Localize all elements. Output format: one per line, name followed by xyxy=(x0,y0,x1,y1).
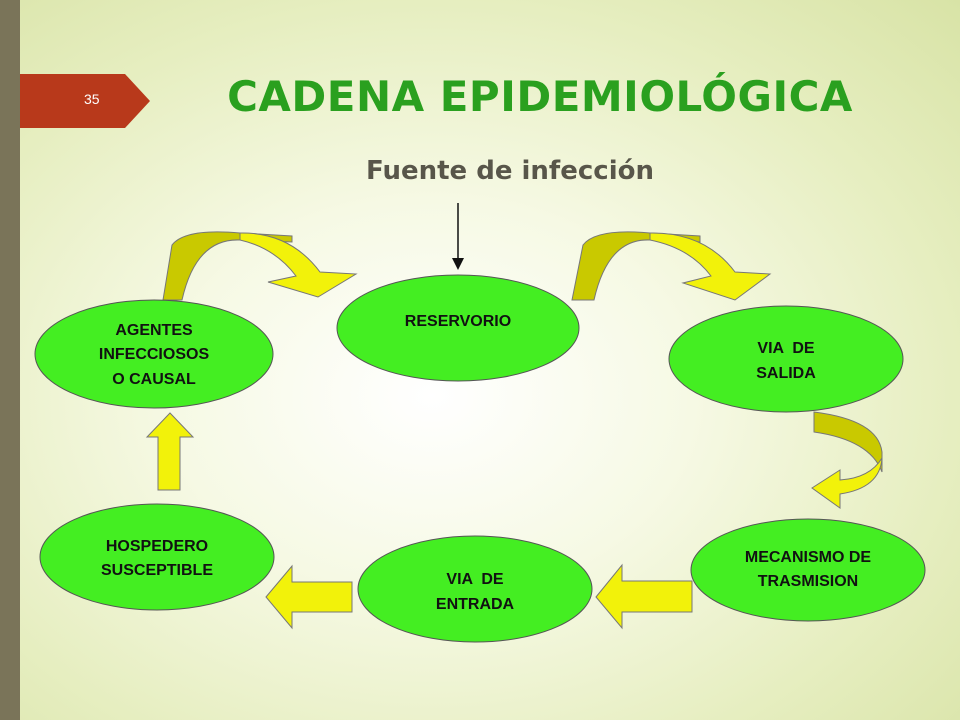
slide-subtitle: Fuente de infección xyxy=(365,156,654,186)
slide-title: CADENA EPIDEMIOLÓGICA xyxy=(227,72,853,121)
node-hospedero-line1: HOSPEDERO xyxy=(106,538,208,555)
node-agentes-line2: INFECCIOSOS xyxy=(99,346,210,363)
slide-number-tab: 35 xyxy=(20,74,150,128)
node-reservorio: RESERVORIO xyxy=(336,274,580,382)
node-agentes-line1: AGENTES xyxy=(115,322,193,339)
left-accent-bar xyxy=(0,0,20,720)
node-mecanismo-line2: TRASMISION xyxy=(758,573,858,590)
node-via-salida: VIA DE SALIDA xyxy=(668,305,904,413)
slide-number: 35 xyxy=(84,91,100,107)
node-mecanismo-line1: MECANISMO DE xyxy=(745,549,872,566)
curved-arrow-agentes-reservorio xyxy=(162,231,358,301)
node-via-entrada-line2: ENTRADA xyxy=(436,596,515,613)
up-arrow xyxy=(145,412,195,491)
node-via-entrada-line1: VIA DE xyxy=(446,571,504,588)
node-via-entrada: VIA DE ENTRADA xyxy=(357,535,593,643)
left-arrow-mecanismo-entrada xyxy=(595,563,693,630)
node-via-salida-line2: SALIDA xyxy=(756,365,816,382)
node-mecanismo: MECANISMO DE TRASMISION xyxy=(690,518,926,622)
node-hospedero: HOSPEDERO SUSCEPTIBLE xyxy=(39,503,275,611)
source-arrow-head xyxy=(452,258,464,270)
node-reservorio-label: RESERVORIO xyxy=(405,313,511,330)
node-agentes: AGENTES INFECCIOSOS O CAUSAL xyxy=(34,299,274,409)
curved-arrow-salida-mecanismo xyxy=(811,411,883,509)
node-hospedero-line2: SUSCEPTIBLE xyxy=(101,562,213,579)
node-via-salida-line1: VIA DE xyxy=(757,340,815,357)
left-arrow-entrada-hospedero xyxy=(265,564,353,630)
curved-arrow-reservorio-salida xyxy=(571,231,772,301)
node-agentes-line3: O CAUSAL xyxy=(112,371,196,388)
